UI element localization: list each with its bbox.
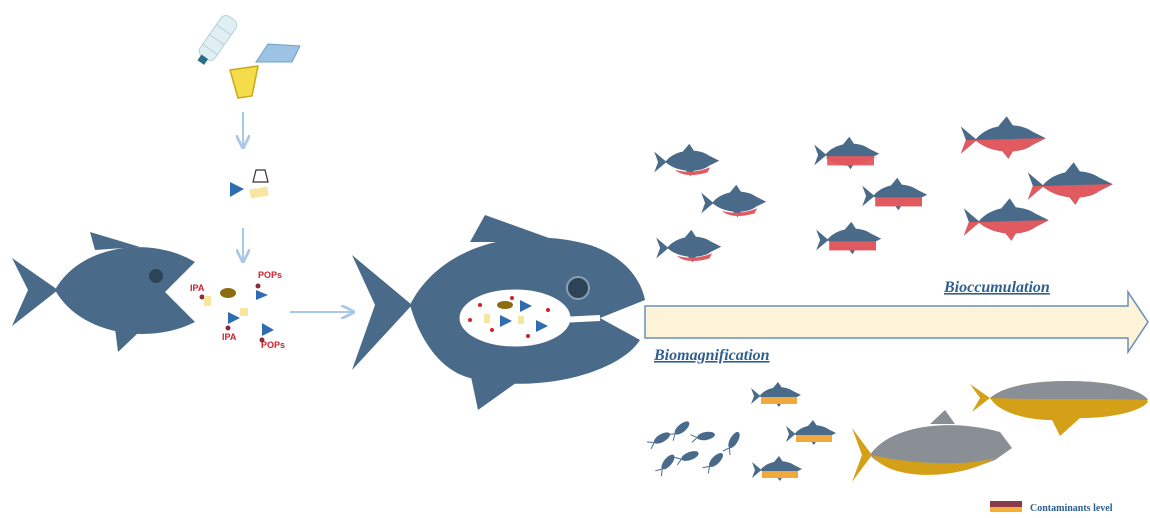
- zooplankton-icon: [655, 454, 675, 477]
- fish-eating-microplastics: [12, 232, 195, 352]
- fish-low-contamination-3: [656, 229, 722, 263]
- legend-swatch-top: [990, 501, 1022, 507]
- microplastic-fragments: [230, 169, 269, 199]
- zooplankton-icon: [722, 431, 740, 456]
- bioaccumulation-arrow: [644, 289, 1149, 355]
- fish-mid-contamination-2: [862, 177, 928, 211]
- stomach-contents: [459, 289, 571, 347]
- fish-eye-icon: [566, 276, 590, 300]
- bioaccumulation-group-low: [654, 143, 767, 263]
- fish-low-contamination-1: [654, 143, 720, 177]
- stomach-particles: [468, 296, 550, 338]
- label-ipa-top: IPA: [190, 283, 205, 293]
- fish-mid-contamination-3: [816, 221, 882, 255]
- bioaccumulation-title: Bioccumulation: [943, 279, 1050, 296]
- small-fish-2: [786, 420, 836, 445]
- label-pops-bottom: POPs: [261, 340, 285, 350]
- fish-eye-icon: [149, 269, 163, 283]
- whale-top-predator: [970, 380, 1148, 436]
- zooplankton-icon: [690, 431, 715, 443]
- fish-high-contamination-3: [963, 198, 1049, 241]
- bioaccumulation-group-high: [960, 116, 1113, 241]
- fish-high-contamination-2: [1027, 162, 1113, 205]
- biomagnification-title: Biomagnification: [653, 347, 770, 364]
- zooplankton-group: [646, 421, 740, 477]
- label-pops-top: POPs: [258, 270, 282, 280]
- label-ipa-bottom: IPA: [222, 332, 237, 342]
- fragment-outline-icon: [252, 169, 269, 183]
- plastic-waste-icon: [197, 15, 301, 99]
- zooplankton-icon: [702, 453, 723, 474]
- contaminants-legend: Contaminants level: [990, 501, 1113, 514]
- plastic-bottle-icon: [197, 15, 238, 65]
- plastic-cup-icon: [229, 65, 259, 99]
- plastic-bag-icon: [255, 43, 301, 63]
- fish-low-contamination-2: [701, 184, 767, 218]
- ingested-particles: IPA POPs IPA POPs: [190, 270, 285, 350]
- legend-label: Contaminants level: [1030, 503, 1113, 514]
- fragment-rect-icon: [249, 186, 269, 199]
- small-fish-group: [751, 382, 836, 481]
- fish-high-contamination-1: [960, 116, 1046, 159]
- zooplankton-icon: [646, 432, 671, 450]
- legend-swatch-bottom: [990, 507, 1022, 512]
- fish-with-ingested-plastics: [352, 215, 645, 410]
- bioaccumulation-group-mid: [814, 136, 928, 255]
- tuna-predator: [852, 410, 1012, 482]
- zooplankton-icon: [667, 421, 690, 441]
- fish-mid-contamination-1: [814, 136, 880, 170]
- fragment-triangle-icon: [230, 182, 244, 197]
- small-fish-1: [751, 382, 801, 407]
- zooplankton-icon: [674, 451, 699, 466]
- small-fish-3: [752, 456, 802, 481]
